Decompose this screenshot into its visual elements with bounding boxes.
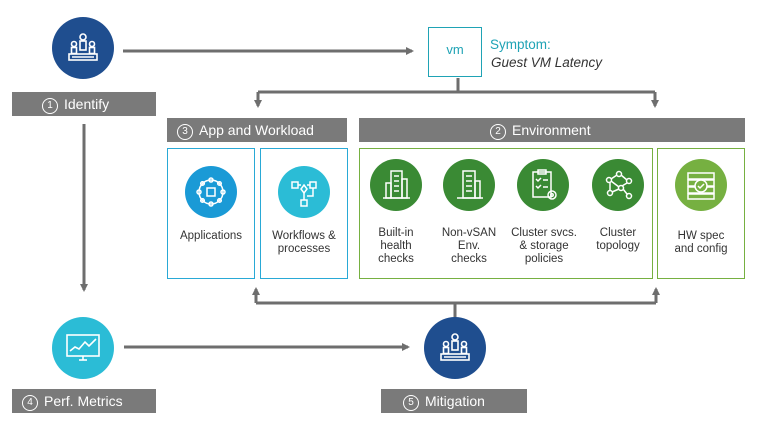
hw-spec-label: HW spec and config [674, 230, 728, 255]
identify-label: Identify [64, 96, 110, 112]
workflows-label: Workflows & processes [272, 230, 336, 255]
identify-banner: 1 Identify [12, 92, 156, 116]
people-meeting-icon [68, 33, 98, 61]
environment-banner: 2 Environment [359, 118, 745, 142]
step-number: 2 [490, 124, 506, 140]
mitigation-circle [424, 317, 486, 379]
workflows-icon [291, 181, 317, 207]
perf-metrics-circle [52, 317, 114, 379]
applications-circle [185, 166, 237, 218]
symptom-title: Symptom: [490, 37, 551, 52]
step-number: 3 [177, 124, 193, 140]
workflows-panel: Workflows & processes [260, 148, 348, 279]
vm-box: vm [428, 27, 482, 77]
hw-spec-panel: HW spec and config [657, 148, 745, 279]
applications-label: Applications [179, 230, 242, 242]
non-vsan-label: Non-vSAN Env. checks [441, 227, 497, 265]
builtin-health-circle [370, 159, 422, 211]
perf-metrics-label: Perf. Metrics [44, 393, 123, 409]
step-number: 1 [42, 98, 58, 114]
hw-spec-circle [675, 159, 727, 211]
cluster-svcs-label: Cluster svcs. & storage policies [511, 227, 577, 265]
step-number: 4 [22, 395, 38, 411]
app-workload-label: App and Workload [199, 122, 314, 138]
environment-label: Environment [512, 122, 591, 138]
server-check-icon [687, 172, 715, 200]
cluster-svcs-circle [517, 159, 569, 211]
building-icon [457, 170, 483, 199]
workflows-circle [278, 166, 330, 218]
checklist-gear-icon [532, 169, 557, 200]
people-meeting-icon [440, 333, 470, 361]
applications-icon [196, 177, 226, 207]
non-vsan-circle [443, 159, 495, 211]
perf-metrics-banner: 4 Perf. Metrics [12, 389, 156, 413]
building-icon [383, 170, 410, 199]
cluster-topology-label: Cluster topology [596, 227, 640, 252]
identify-circle [52, 17, 114, 79]
builtin-health-label: Built-in health checks [378, 227, 414, 265]
environment-panel: Built-in health checks Non-vSAN Env. che… [359, 148, 653, 279]
topology-icon [605, 170, 633, 200]
symptom-subtitle: Guest VM Latency [491, 55, 603, 70]
step-number: 5 [403, 395, 419, 411]
mitigation-label: Mitigation [425, 393, 485, 409]
monitor-chart-icon [66, 334, 100, 361]
mitigation-banner: 5 Mitigation [381, 389, 527, 413]
applications-panel: Applications [167, 148, 255, 279]
app-workload-banner: 3 App and Workload [167, 118, 347, 142]
vm-label: vm [446, 42, 464, 57]
cluster-topology-circle [592, 159, 644, 211]
